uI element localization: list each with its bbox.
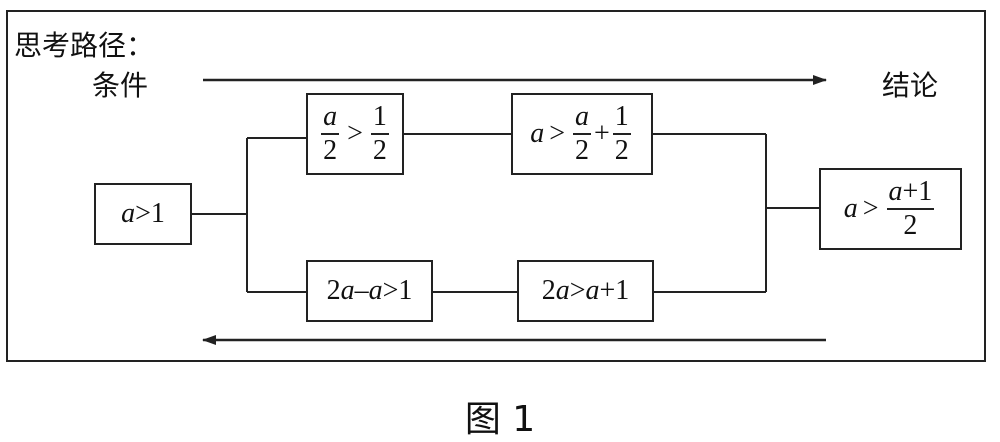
bottom2-var-a: a xyxy=(555,275,570,306)
fraction-denominator: 2 xyxy=(575,135,589,166)
start-rhs: 1 xyxy=(150,198,165,229)
top1-op: > xyxy=(347,118,363,149)
end-box: a > a+1 2 xyxy=(819,168,962,250)
fraction-variable: a xyxy=(888,176,903,207)
end-op: > xyxy=(862,193,879,224)
fraction-a-plus-1-over-2: a+1 2 xyxy=(886,176,935,241)
bottom2-plus: + xyxy=(599,275,616,306)
end-var: a xyxy=(843,193,858,224)
fraction-numerator: a+1 xyxy=(886,176,935,210)
bottom2-op: > xyxy=(569,275,586,306)
fraction-denominator: 2 xyxy=(614,135,629,166)
bottom1-var-b: a xyxy=(368,275,383,306)
bottom1-var-a: a xyxy=(340,275,355,306)
bottom1-coef: 2 xyxy=(326,275,341,306)
fraction-numerator: a xyxy=(573,103,591,135)
fraction-1-over-2: 1 2 xyxy=(612,103,631,166)
diagram-title: 思考路径： xyxy=(14,29,155,62)
top2-plus: + xyxy=(594,118,610,149)
fraction-a-over-2: a 2 xyxy=(573,103,591,165)
fraction-1-over-2: 1 2 xyxy=(370,103,389,166)
conclusion-label: 结论 xyxy=(882,69,939,102)
bottom1-rhs: 1 xyxy=(398,275,413,306)
condition-label: 条件 xyxy=(92,69,149,102)
fraction-a-over-2: a 2 xyxy=(321,103,340,166)
bottom1-op: > xyxy=(382,275,399,306)
diagram-frame xyxy=(6,10,986,362)
fraction-numerator: 1 xyxy=(370,103,389,135)
top2-op: > xyxy=(549,118,565,149)
top-box-1: a 2 > 1 2 xyxy=(306,93,404,175)
top2-var: a xyxy=(530,118,545,149)
bottom2-coef: 2 xyxy=(541,275,556,306)
fraction-numerator: a xyxy=(321,103,340,135)
top-box-2: a > a 2 + 1 2 xyxy=(511,93,653,175)
bottom1-minus: – xyxy=(354,275,369,306)
start-var: a xyxy=(121,198,136,229)
bottom2-rhs: 1 xyxy=(615,275,630,306)
fraction-numerator: 1 xyxy=(612,103,631,135)
start-op: > xyxy=(135,198,151,229)
bottom2-var-b: a xyxy=(585,275,600,306)
start-box: a>1 xyxy=(94,183,192,245)
figure-caption: 图 1 xyxy=(464,399,536,440)
fraction-denominator: 2 xyxy=(372,135,387,166)
fraction-denominator: 2 xyxy=(323,135,338,166)
fraction-denominator: 2 xyxy=(903,210,918,241)
